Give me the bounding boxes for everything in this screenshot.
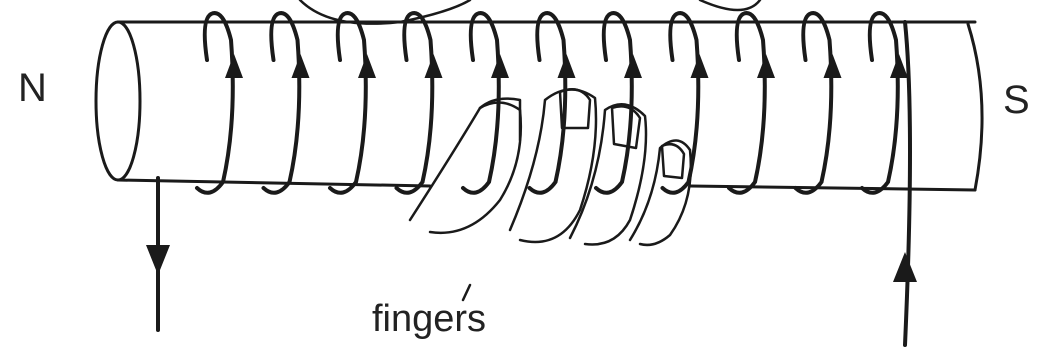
right-lead-wire xyxy=(905,22,910,345)
coil-turn-path xyxy=(796,13,832,193)
right-lead-arrow-icon xyxy=(893,252,917,282)
coil-turn-path xyxy=(264,13,300,193)
finger-ring xyxy=(570,104,646,244)
coil-turn xyxy=(663,13,709,193)
thumb-outline xyxy=(300,0,470,24)
current-arrow-icon xyxy=(558,54,576,78)
nail-ring xyxy=(612,106,640,148)
coil-turn-path xyxy=(397,13,433,193)
coil-turn-path xyxy=(663,13,699,193)
coil-turn xyxy=(729,13,775,193)
current-arrow-icon xyxy=(425,54,443,78)
palm-back-outline xyxy=(700,0,760,10)
coil-turn xyxy=(264,13,310,193)
cylinder-left-end xyxy=(96,22,140,180)
coil-winding xyxy=(197,13,908,193)
coil-turn-path xyxy=(862,13,898,193)
coil-turn-path xyxy=(596,13,632,193)
south-pole-label: S xyxy=(1003,80,1030,120)
current-arrow-icon xyxy=(292,54,310,78)
coil-turn-path xyxy=(729,13,765,193)
current-arrow-icon xyxy=(757,54,775,78)
current-arrow-icon xyxy=(890,54,908,78)
current-arrow-icon xyxy=(491,54,509,78)
coil-turn xyxy=(197,13,243,193)
coil-turn-path xyxy=(330,13,366,193)
current-arrow-icon xyxy=(358,54,376,78)
current-arrow-icon xyxy=(691,54,709,78)
current-arrow-icon xyxy=(824,54,842,78)
fingers-label: fingers xyxy=(372,300,486,338)
finger-middle xyxy=(510,89,596,242)
cylinder-bottom-edge-left xyxy=(118,180,430,186)
current-arrow-icon xyxy=(225,54,243,78)
cylinder-right-end xyxy=(968,24,982,190)
coil-turn xyxy=(330,13,376,193)
coil-turn-path xyxy=(197,13,233,193)
coil-turn xyxy=(596,13,642,193)
coil-turn xyxy=(530,13,576,193)
left-lead-arrow-icon xyxy=(146,245,170,275)
nail-little xyxy=(662,144,684,178)
coil-turn xyxy=(397,13,443,193)
current-arrow-icon xyxy=(624,54,642,78)
coil-turn xyxy=(796,13,842,193)
right-hand-grip-icon xyxy=(300,0,760,300)
north-pole-label: N xyxy=(18,68,47,108)
coil-turn xyxy=(862,13,908,193)
